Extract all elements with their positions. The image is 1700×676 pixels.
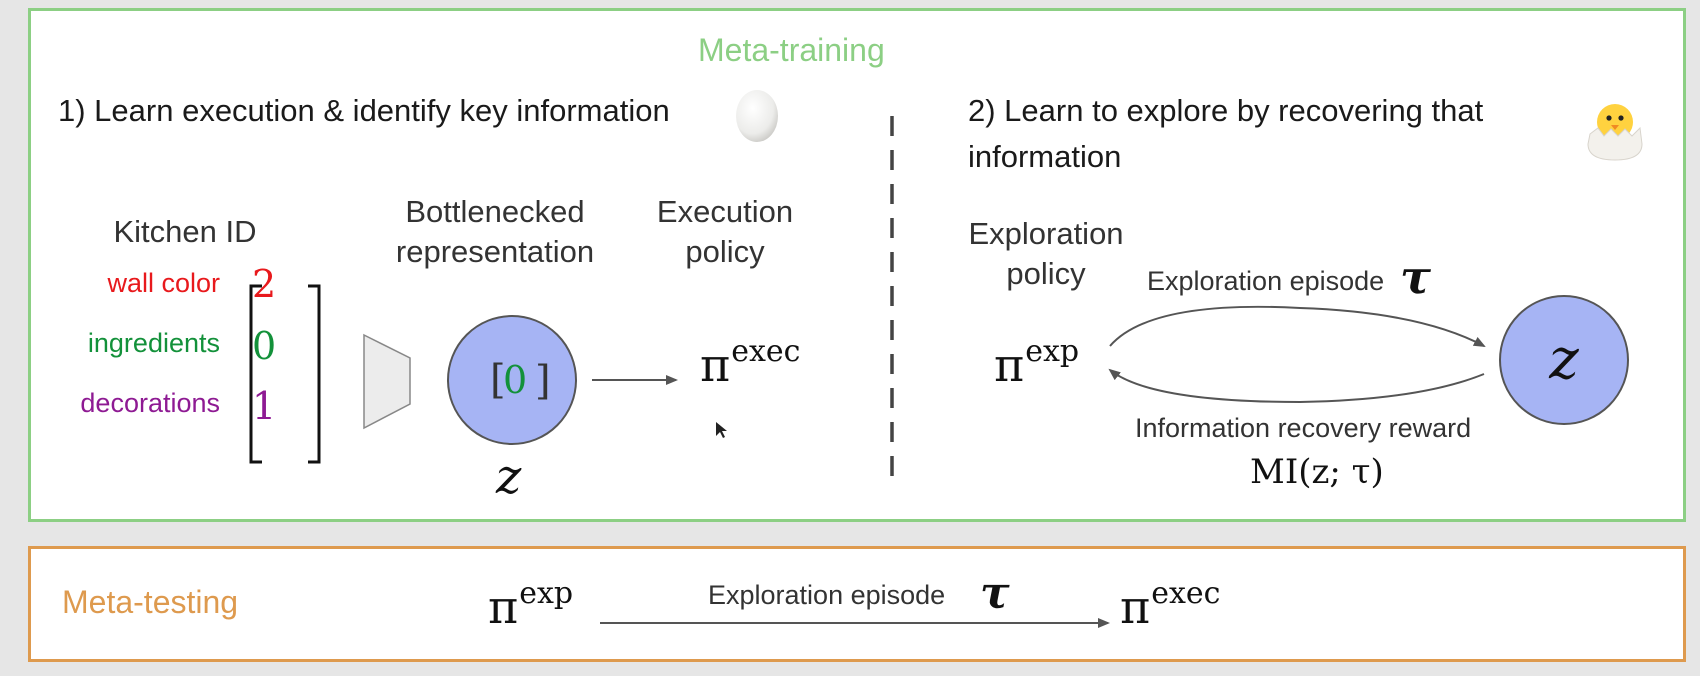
- mutual-information-formula: MI(z; τ): [1250, 452, 1384, 492]
- value-ingredients: 0: [252, 324, 277, 368]
- meta-testing-panel: [28, 546, 1686, 662]
- pi-symbol-test-right: π: [1120, 580, 1151, 634]
- pi-symbol-exp: π: [994, 338, 1025, 392]
- testing-exploration-episode-label: Exploration episode: [708, 580, 946, 610]
- egg-icon: [734, 86, 780, 147]
- hatching-chick-icon: [1582, 96, 1648, 167]
- pi-symbol-test-left: π: [488, 580, 519, 634]
- bottleneck-circle: [447, 315, 577, 445]
- step2-heading-line2: information: [968, 139, 1122, 174]
- pi-exec-test-superscript: exec: [1151, 576, 1221, 611]
- exploration-label-line1: Exploration: [968, 216, 1124, 251]
- value-decorations: 1: [252, 384, 277, 428]
- vector-right-bracket: [308, 284, 321, 464]
- encoder-trapezoid: [363, 333, 411, 430]
- pi-exec-training: πexec: [700, 334, 800, 392]
- latent-z-circle: [1499, 295, 1629, 425]
- exploration-label-line2: policy: [1006, 256, 1086, 291]
- pi-exp-testing: πexp: [488, 576, 573, 634]
- vector-left-bracket: [249, 284, 262, 464]
- meta-testing-title: Meta-testing: [62, 584, 239, 620]
- execution-label-line2: policy: [685, 234, 765, 269]
- key-ingredients: ingredients: [87, 328, 220, 358]
- circle-bracket-left: [: [490, 357, 506, 403]
- pi-exec-testing: πexec: [1120, 576, 1220, 634]
- tau-symbol: τ: [1400, 250, 1431, 304]
- value-wall-color: 2: [252, 262, 277, 306]
- pi-exp-superscript: exp: [1025, 334, 1080, 369]
- meta-training-title: Meta-training: [698, 32, 885, 68]
- key-decorations: decorations: [80, 388, 220, 418]
- arrow-reward-back: [1108, 368, 1485, 404]
- execution-label-line1: Execution: [656, 194, 794, 229]
- circle-value: 0: [503, 358, 527, 402]
- key-wall-color: wall color: [107, 268, 220, 298]
- bottleneck-label-line2: representation: [395, 234, 595, 269]
- arrow-to-z: [1109, 305, 1486, 347]
- step2-heading-line1: 2) Learn to explore by recovering that: [968, 93, 1484, 128]
- bottleneck-label-line1: Bottlenecked: [405, 194, 585, 229]
- mouse-cursor-icon: [716, 422, 727, 438]
- pi-exp-training: πexp: [994, 334, 1079, 392]
- z-symbol-step2: z: [1548, 327, 1579, 392]
- z-symbol-step1: z: [495, 449, 522, 505]
- pi-exec-superscript: exec: [731, 334, 801, 369]
- circle-bracket-right: ]: [535, 358, 551, 404]
- meta-training-panel: [28, 8, 1686, 522]
- exploration-episode-label: Exploration episode: [1147, 266, 1385, 296]
- information-recovery-reward-label: Information recovery reward: [1135, 413, 1472, 443]
- pi-symbol: π: [700, 338, 731, 392]
- step1-heading: 1) Learn execution & identify key inform…: [58, 93, 670, 128]
- testing-tau-symbol: τ: [980, 568, 1010, 619]
- pi-exp-test-superscript: exp: [519, 576, 574, 611]
- kitchen-id-label: Kitchen ID: [113, 214, 257, 249]
